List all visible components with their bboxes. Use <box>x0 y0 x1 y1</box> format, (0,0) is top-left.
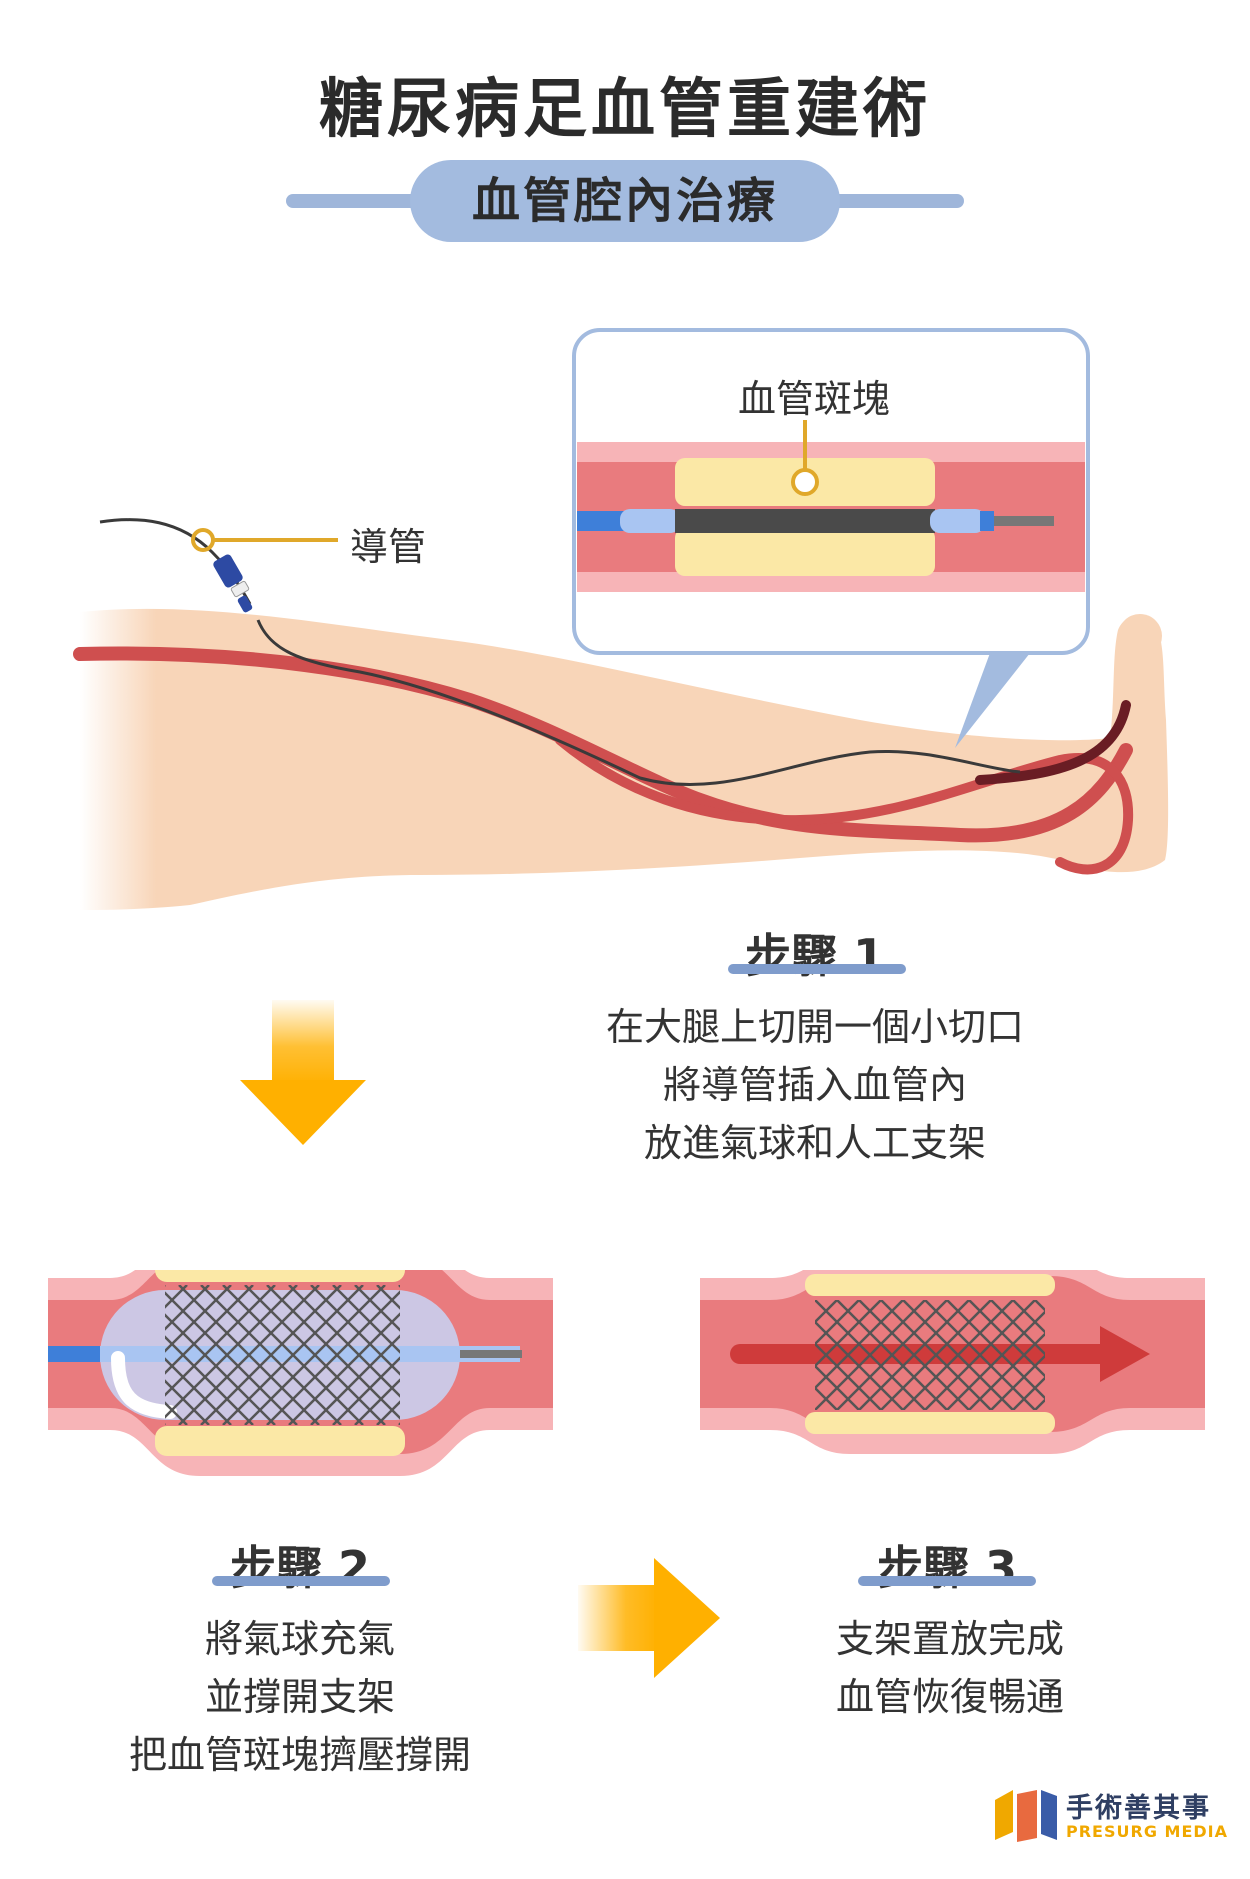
stent-strut <box>165 1357 232 1425</box>
step3-underline <box>858 1576 1036 1586</box>
step1-title: 步驟 1 <box>744 929 886 983</box>
stent-strut <box>990 1300 1045 1356</box>
step2-underline <box>212 1576 390 1586</box>
catheter-wire <box>256 619 1021 786</box>
callout-pointer <box>955 653 1030 748</box>
stent-strut <box>165 1285 210 1331</box>
stent-strut <box>815 1386 838 1410</box>
step2-title: 步驟 2 <box>229 1541 371 1595</box>
step2-line: 將氣球充氣 <box>204 1617 395 1661</box>
page-title: 糖尿病足血管重建術 <box>319 73 931 147</box>
step2-description: 將氣球充氣 並撐開支架 把血管斑塊擠壓撐開 <box>40 1610 560 1784</box>
stent-strut <box>354 1285 400 1332</box>
step2-line: 並撐開支架 <box>204 1675 395 1719</box>
step1-line: 將導管插入血管內 <box>662 1063 967 1107</box>
step3-description: 支架置放完成 血管恢復暢通 <box>720 1610 1180 1726</box>
step1-description: 在大腿上切開一個小切口 將導管插入血管內 放進氣球和人工支架 <box>540 998 1090 1172</box>
stent-strut <box>815 1300 904 1390</box>
stent-strut <box>332 1356 400 1425</box>
step2-vessel <box>48 1270 553 1476</box>
plaque-label: 血管斑塊 <box>737 377 890 421</box>
plaque-bottom <box>675 528 935 576</box>
logo-name-cn: 手術善其事 <box>1066 1793 1211 1824</box>
artery-blocked <box>975 700 1131 785</box>
step1-line: 放進氣球和人工支架 <box>643 1121 986 1165</box>
stent-strut <box>354 1378 400 1425</box>
stent-strut <box>946 1310 1045 1410</box>
stent-strut <box>222 1285 364 1425</box>
stent-strut <box>968 1332 1045 1410</box>
subtitle-left-line <box>286 194 446 208</box>
stent-strut <box>815 1300 860 1346</box>
stent-strut <box>165 1285 254 1375</box>
stent-strut <box>880 1300 992 1410</box>
step1-underline <box>728 964 906 974</box>
stent-strut <box>902 1300 1014 1410</box>
stent-strut <box>332 1285 400 1354</box>
logo-mark <box>995 1790 1057 1842</box>
subtitle-right-line <box>804 194 964 208</box>
stent-strut <box>990 1354 1045 1410</box>
step2-stent <box>165 1285 400 1425</box>
catheter-hub <box>191 528 253 613</box>
stent-strut <box>266 1290 400 1425</box>
logo-name-en: PRESURG MEDIA <box>1066 1822 1228 1841</box>
stent-strut <box>165 1285 298 1419</box>
stent-strut <box>200 1285 342 1425</box>
subtitle-badge: 血管腔內治療 <box>410 160 840 242</box>
step3-line: 支架置放完成 <box>835 1617 1064 1661</box>
right-arrow <box>578 1558 720 1678</box>
stent-strut <box>836 1300 948 1410</box>
step3-stent <box>815 1300 1045 1410</box>
stent-strut <box>178 1285 320 1425</box>
stent-strut <box>310 1334 400 1425</box>
stent-strut <box>288 1312 400 1425</box>
stent-strut <box>924 1300 1036 1410</box>
stent-strut <box>1012 1300 1045 1334</box>
stent-strut <box>165 1379 210 1425</box>
stent-strut <box>815 1300 882 1368</box>
stent-strut <box>858 1300 970 1410</box>
stent-strut <box>244 1285 386 1425</box>
stent-strut <box>1012 1376 1045 1410</box>
stent-strut <box>165 1285 276 1397</box>
step1-line: 在大腿上切開一個小切口 <box>605 1005 1024 1049</box>
step3-title: 步驟 3 <box>876 1541 1018 1595</box>
down-arrow <box>240 1000 366 1145</box>
stent-strut <box>165 1285 232 1353</box>
catheter-label: 導管 <box>350 525 427 569</box>
stent-strut <box>815 1364 860 1410</box>
stent-strut <box>815 1300 838 1324</box>
step3-vessel <box>700 1270 1205 1454</box>
stent-strut <box>815 1300 926 1410</box>
step2-line: 把血管斑塊擠壓撐開 <box>128 1733 471 1777</box>
step3-line: 血管恢復暢通 <box>835 1675 1064 1719</box>
artery-main <box>73 646 1133 843</box>
